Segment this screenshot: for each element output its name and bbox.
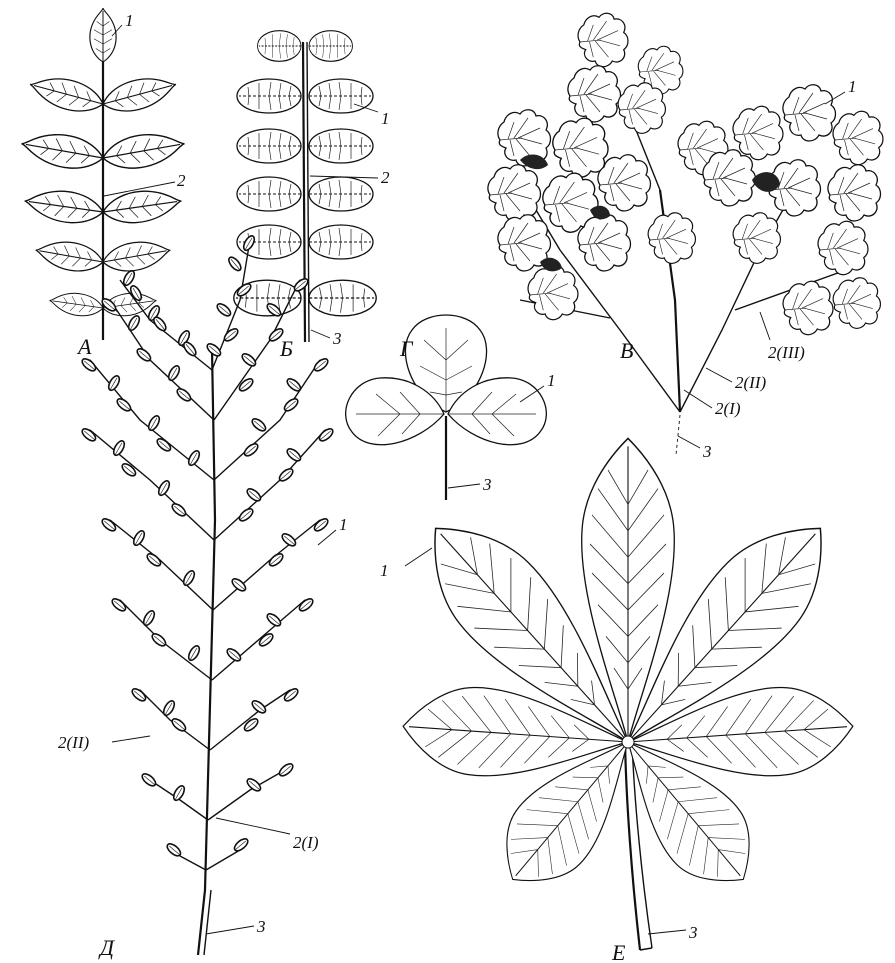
panel-a-letter: А <box>76 334 92 359</box>
panel-v-petiole-label: 3 <box>702 442 712 461</box>
panel-b-petiole-label: 3 <box>332 329 342 348</box>
panel-v-rachis1-label: 2(I) <box>715 399 741 418</box>
panel-d-letter: Д <box>98 935 115 960</box>
panel-a-leaflet-label: 1 <box>125 11 134 30</box>
panel-d-rachis2-label: 2(II) <box>58 733 89 752</box>
palmate-leaf-icon <box>400 438 856 950</box>
panel-d-leaflet-label: 1 <box>339 515 348 534</box>
panel-d-rachis1-label: 2(I) <box>293 833 319 852</box>
panel-e-letter: Е <box>611 940 626 963</box>
panel-v-leaflet-label: 1 <box>848 77 857 96</box>
panel-b-rachis-label: 2 <box>381 168 390 187</box>
panel-b-letter: Б <box>279 336 293 361</box>
panel-g-leaflet-label: 1 <box>547 371 556 390</box>
panel-a-rachis-label: 2 <box>177 171 186 190</box>
paripinnate-leaf-icon <box>234 31 376 342</box>
panel-v-rachis3-label: 2(III) <box>768 343 805 362</box>
panel-v-rachis2-label: 2(II) <box>735 373 766 392</box>
panel-g-petiole-label: 3 <box>482 475 492 494</box>
panel-e-leaflet-label: 1 <box>380 561 389 580</box>
trifoliate-leaf-icon <box>346 315 547 500</box>
panel-e-petiole-label: 3 <box>688 923 698 942</box>
panel-v-letter: В <box>620 338 633 363</box>
imparipinnate-leaf-icon <box>19 8 188 340</box>
panel-g-letter: Г <box>399 336 414 361</box>
panel-b-leaflet-label: 1 <box>381 109 390 128</box>
panel-d-petiole-label: 3 <box>256 917 266 936</box>
